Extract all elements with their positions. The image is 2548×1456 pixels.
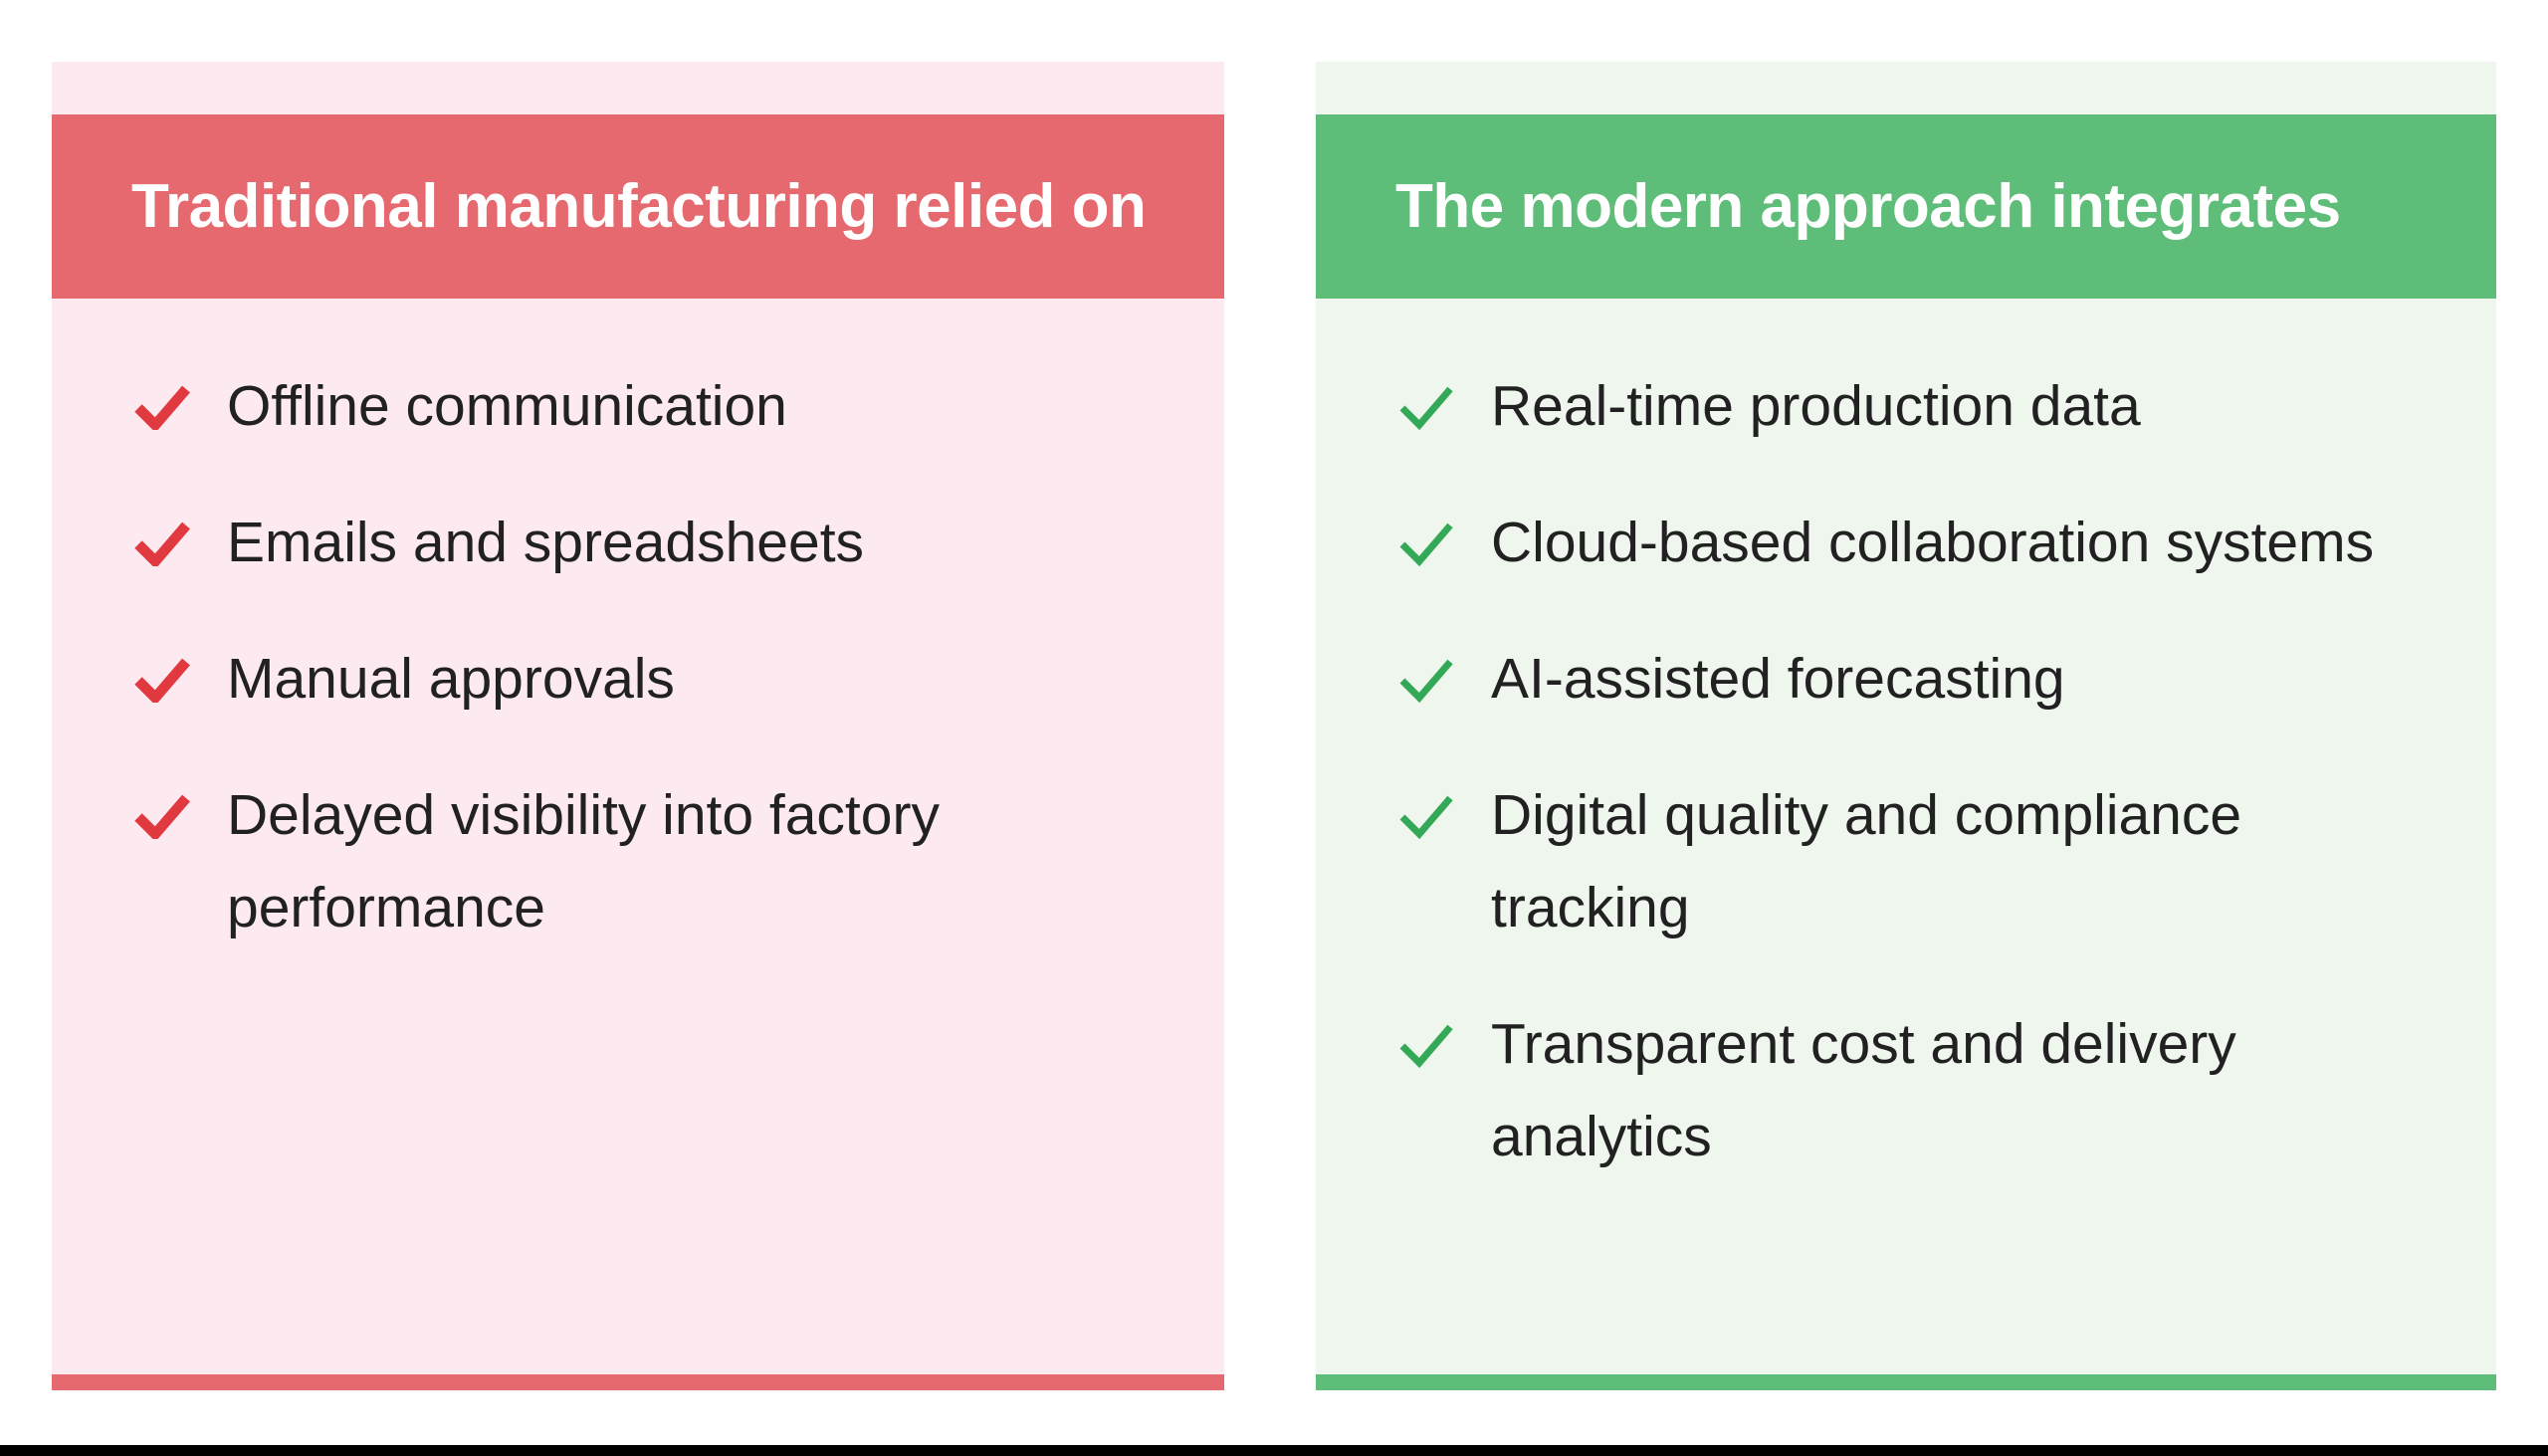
modern-checklist: Real-time production data Cloud-based co…	[1316, 299, 2496, 1227]
list-item-text: Manual approvals	[227, 647, 675, 711]
modern-card-title: The modern approach integrates	[1395, 172, 2341, 241]
list-item: Transparent cost and delivery analytics	[1397, 998, 2472, 1183]
list-item-text: Transparent cost and delivery analytics	[1491, 1012, 2236, 1168]
check-icon	[1397, 769, 1491, 862]
traditional-card: Traditional manufacturing relied on Offl…	[52, 62, 1224, 1390]
list-item-text: Offline communication	[227, 374, 787, 438]
list-item: AI-assisted forecasting	[1397, 633, 2472, 726]
modern-card-header: The modern approach integrates	[1316, 114, 2496, 299]
check-icon	[133, 633, 227, 726]
list-item: Delayed visibility into factory performa…	[133, 769, 1200, 954]
list-item-text: Emails and spreadsheets	[227, 511, 865, 574]
card-bottom-accent	[1316, 1374, 2496, 1390]
list-item: Real-time production data	[1397, 360, 2472, 453]
list-item: Manual approvals	[133, 633, 1200, 726]
list-item: Offline communication	[133, 360, 1200, 453]
list-item: Digital quality and compliance tracking	[1397, 769, 2472, 954]
card-bottom-accent	[52, 1374, 1224, 1390]
bottom-black-bar	[0, 1445, 2548, 1456]
check-icon	[1397, 497, 1491, 589]
list-item: Cloud-based collaboration systems	[1397, 497, 2472, 589]
list-item-text: Delayed visibility into factory performa…	[227, 783, 940, 939]
check-icon	[1397, 633, 1491, 726]
traditional-card-title: Traditional manufacturing relied on	[131, 172, 1147, 241]
check-icon	[1397, 360, 1491, 453]
list-item-text: AI-assisted forecasting	[1491, 647, 2065, 711]
list-item-text: Digital quality and compliance tracking	[1491, 783, 2242, 939]
list-item-text: Cloud-based collaboration systems	[1491, 511, 2375, 574]
traditional-checklist: Offline communication Emails and spreads…	[52, 299, 1224, 998]
list-item-text: Real-time production data	[1491, 374, 2141, 438]
modern-card: The modern approach integrates Real-time…	[1316, 62, 2496, 1390]
traditional-card-header: Traditional manufacturing relied on	[52, 114, 1224, 299]
check-icon	[133, 497, 227, 589]
check-icon	[133, 360, 227, 453]
check-icon	[1397, 998, 1491, 1091]
list-item: Emails and spreadsheets	[133, 497, 1200, 589]
check-icon	[133, 769, 227, 862]
